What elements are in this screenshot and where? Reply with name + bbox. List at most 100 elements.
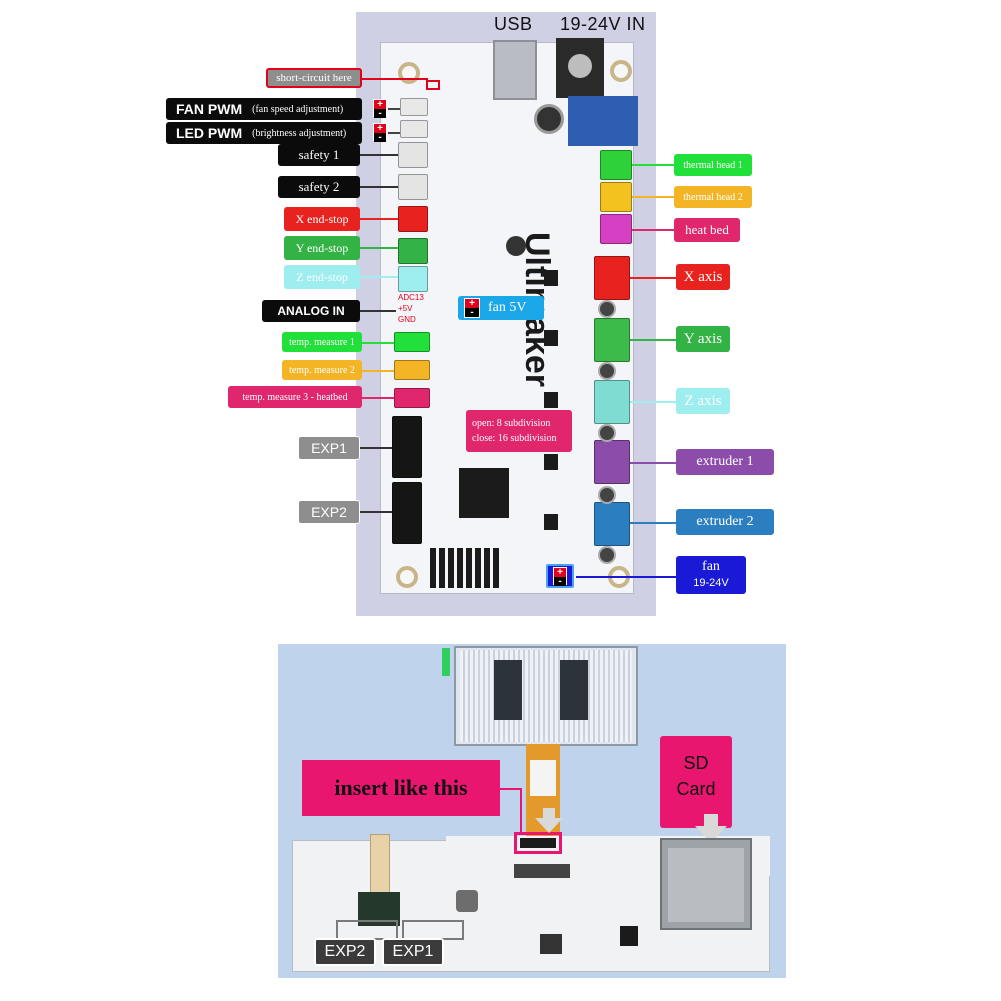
rotary-encoder-shaft xyxy=(370,834,390,898)
temp1-connector xyxy=(394,332,430,352)
x-endstop-label: X end-stop xyxy=(284,207,360,231)
sd-card-line1: SD xyxy=(683,753,709,773)
ic-chip xyxy=(620,926,638,946)
z-axis-line xyxy=(630,401,676,403)
lcd-connector xyxy=(520,838,556,848)
analog-pin-gnd: GND xyxy=(398,315,416,324)
board-brand-text-box: Ultimaker xyxy=(518,232,560,422)
led-pwm-connector xyxy=(400,120,428,138)
analog-pin-labels: ADC13 +5V GND xyxy=(398,292,424,325)
analog-in-line xyxy=(360,310,396,312)
fan-pwm-line xyxy=(388,108,400,110)
thermal-head1-label: thermal head 1 xyxy=(674,154,752,176)
subdivision-label: open: 8 subdivision close: 16 subdivisio… xyxy=(466,410,572,452)
short-circuit-marker xyxy=(426,80,440,90)
flex-cable-label xyxy=(530,760,556,796)
fan-pwm-note: (fan speed adjustment) xyxy=(252,103,344,115)
insert-arrow-icon xyxy=(535,808,563,833)
lcd-dark-segment xyxy=(494,660,522,720)
fan-pwm-title: FAN PWM xyxy=(176,101,243,117)
connector-strip xyxy=(514,864,570,878)
led-pwm-polarity-icon: +- xyxy=(373,123,387,143)
driver-chip xyxy=(544,270,558,286)
temp1-line xyxy=(362,342,394,344)
extruder2-line xyxy=(630,522,676,524)
led-pwm-line xyxy=(388,132,400,134)
safety1-connector xyxy=(398,142,428,168)
sd-card-slot-inner xyxy=(668,848,744,922)
fan-5v-text: fan 5V xyxy=(488,300,527,315)
mounting-hole xyxy=(610,60,632,82)
capacitor xyxy=(598,424,616,442)
thermal-head1-connector xyxy=(600,150,632,180)
x-endstop-line xyxy=(360,218,398,220)
z-endstop-connector xyxy=(398,266,428,292)
y-axis-connector xyxy=(594,318,630,362)
temp3-line xyxy=(362,397,394,399)
driver-chip xyxy=(544,454,558,470)
led-pwm-note: (brightness adjustment) xyxy=(252,127,347,139)
bottom-exp1-label: EXP1 xyxy=(382,938,444,966)
sd-card-text: SD Card xyxy=(660,750,732,802)
y-endstop-line xyxy=(360,247,398,249)
regulator-chip xyxy=(540,934,562,954)
analog-pin-5v: +5V xyxy=(398,304,413,313)
buzzer xyxy=(456,890,478,912)
capacitor xyxy=(598,362,616,380)
x-axis-connector xyxy=(594,256,630,300)
fan-pwm-polarity-icon: +- xyxy=(373,99,387,119)
exp1-label: EXP1 xyxy=(298,436,360,460)
extruder1-line xyxy=(630,462,676,464)
fan-voltage-text: 19-24V xyxy=(693,577,729,589)
temp2-connector xyxy=(394,360,430,380)
fan-pwm-connector xyxy=(400,98,428,116)
fan-pwm-label: FAN PWM (fan speed adjustment) xyxy=(166,98,362,120)
sd-insert-arrow-icon xyxy=(695,814,727,843)
safety2-line xyxy=(360,186,398,188)
usb-header-label: USB xyxy=(494,14,533,34)
safety2-label: safety 2 xyxy=(278,176,360,198)
temp2-label: temp. measure 2 xyxy=(282,360,362,380)
z-endstop-line xyxy=(360,276,398,278)
y-axis-line xyxy=(630,339,676,341)
power-in-header-label: 19-24V IN xyxy=(560,14,646,34)
bottom-exp2-label: EXP2 xyxy=(314,938,376,966)
fan-5v-label: +- fan 5V xyxy=(458,296,544,320)
exp1-line xyxy=(360,447,392,449)
fan-line xyxy=(576,576,676,578)
extruder2-connector xyxy=(594,502,630,546)
subdivision-close: close: 16 subdivision xyxy=(472,433,557,444)
relay xyxy=(568,96,638,146)
temp3-label: temp. measure 3 - heatbed xyxy=(228,386,362,408)
y-axis-label: Y axis xyxy=(676,326,730,352)
capacitor xyxy=(534,104,564,134)
thermal-head2-line xyxy=(632,196,674,198)
fan-label-text: fan xyxy=(702,559,720,574)
sd-card-line2: Card xyxy=(676,779,716,799)
capacitor xyxy=(598,486,616,504)
exp2-connector xyxy=(392,482,422,544)
insert-line-vertical xyxy=(520,788,522,832)
analog-pin-adc13: ADC13 xyxy=(398,293,424,302)
x-axis-label: X axis xyxy=(676,264,730,290)
mounting-hole xyxy=(396,566,418,588)
lcd-dark-segment xyxy=(560,660,588,720)
extruder1-connector xyxy=(594,440,630,484)
temp3-connector xyxy=(394,388,430,408)
heat-bed-line xyxy=(632,229,674,231)
driver-chip xyxy=(544,514,558,530)
short-circuit-line xyxy=(362,78,428,80)
z-axis-connector xyxy=(594,380,630,424)
z-endstop-label: Z end-stop xyxy=(284,265,360,289)
exp1-header-outline xyxy=(402,920,464,940)
lcd-flex-tab xyxy=(442,648,450,676)
fan-polarity-icon: +- xyxy=(553,567,567,587)
insert-line xyxy=(500,788,522,790)
driver-chip xyxy=(544,330,558,346)
fan-5v-polarity-icon: +- xyxy=(464,298,480,318)
insert-like-this-label: insert like this xyxy=(302,760,500,816)
microcontroller-chip xyxy=(459,468,509,518)
driver-chip xyxy=(544,392,558,408)
analog-in-label: ANALOG IN xyxy=(262,300,360,322)
led-pwm-title: LED PWM xyxy=(176,125,243,141)
